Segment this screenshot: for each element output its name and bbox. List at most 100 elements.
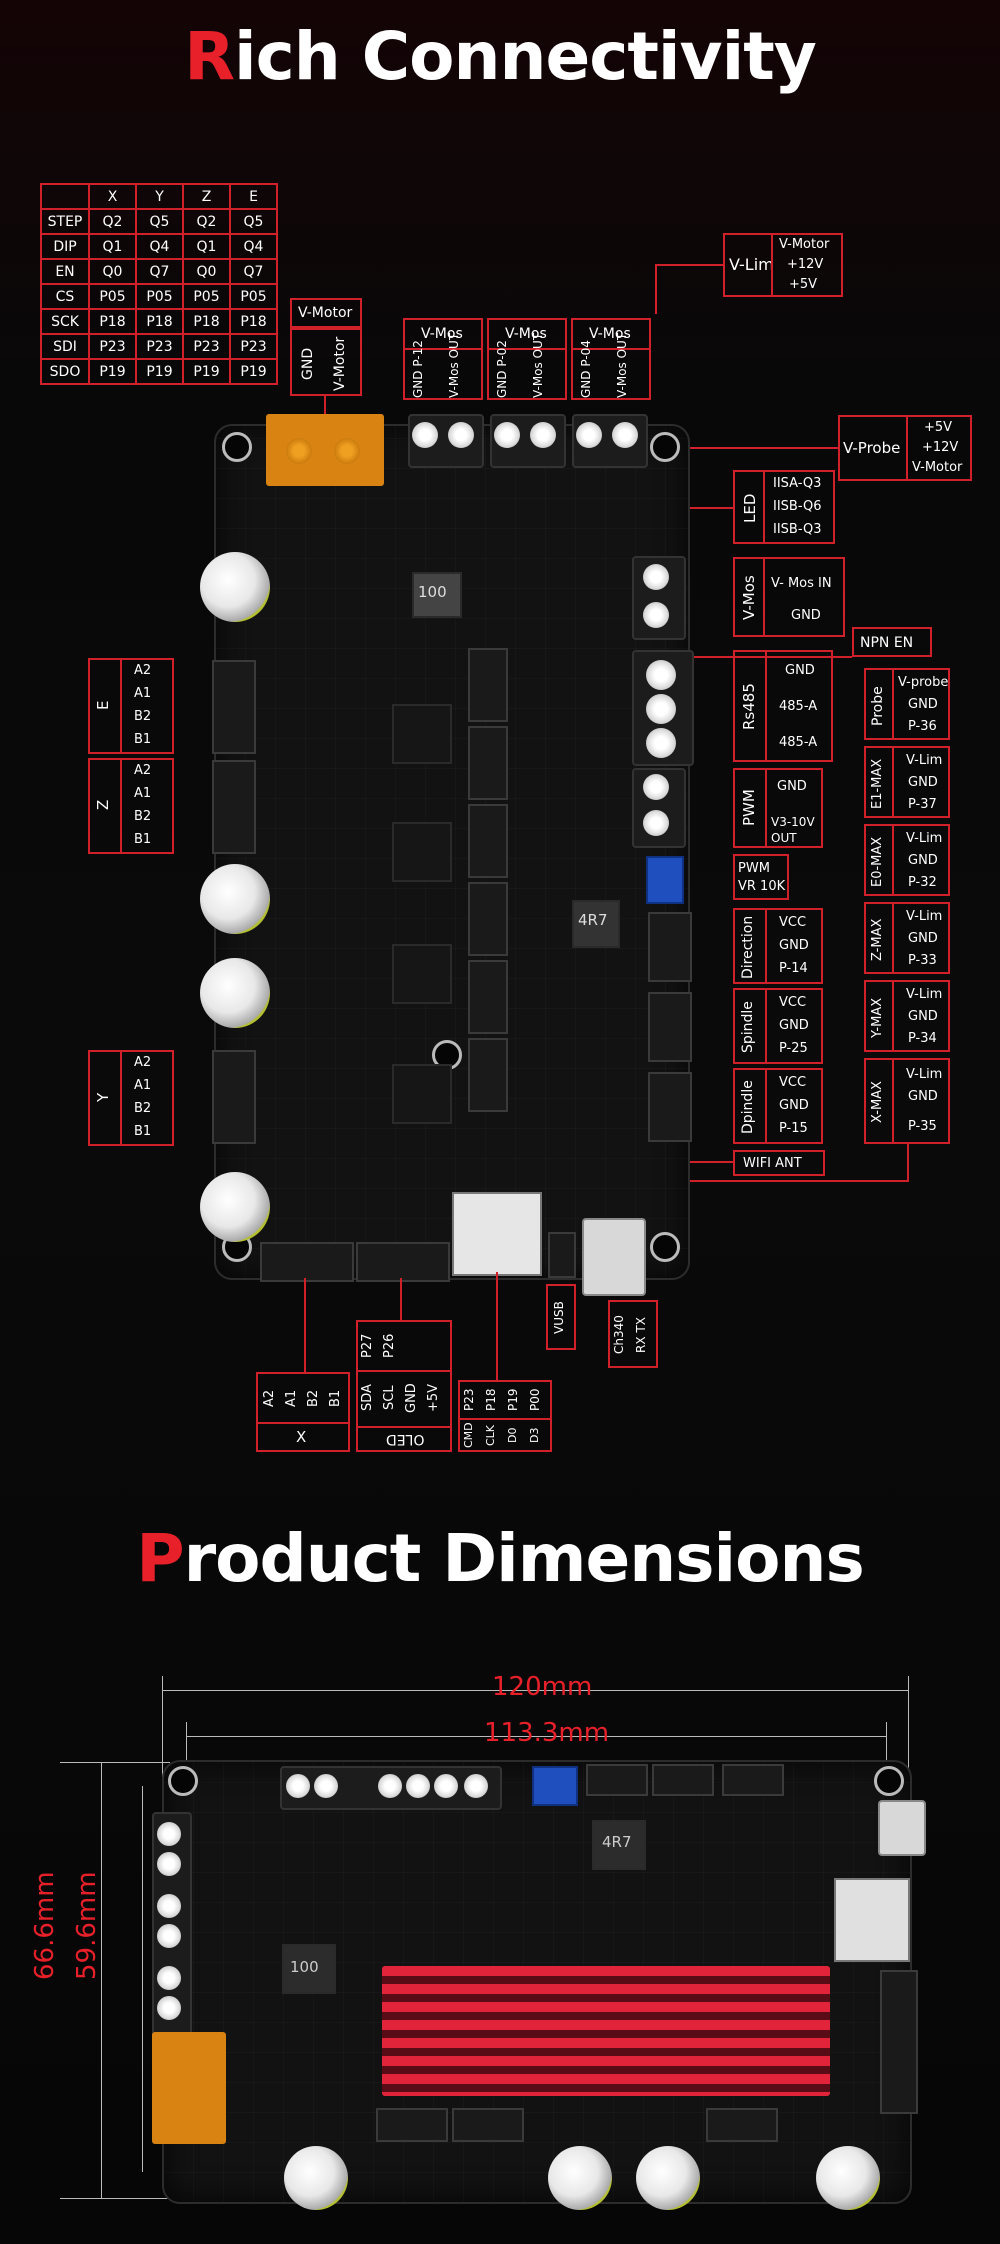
- e0max-item: V-Lim: [906, 831, 943, 846]
- led-box: LED IISA-Q3 IISB-Q6 IISB-Q3: [733, 470, 835, 544]
- oled-pin: +5V: [426, 1383, 441, 1413]
- table-cell: Q7: [135, 258, 184, 285]
- motor-e-label: E: [94, 700, 112, 710]
- motor-pin: B2: [134, 1101, 152, 1116]
- dimension-outer-height: 66.6mm: [30, 1871, 60, 1980]
- stepper-driver-chip: [392, 822, 452, 882]
- terminal-screw: [643, 602, 669, 628]
- motor-pin: B2: [134, 809, 152, 824]
- e1max-box: E1-MAX V-Lim GND P-37: [864, 746, 950, 818]
- vmotor-vertical-label: V-Motor: [332, 336, 348, 392]
- dimension-line: [142, 1786, 143, 2172]
- vmos-box-1: V-Mos GND P-12 V-Mos OUT: [403, 318, 483, 400]
- heatsink: [382, 1966, 830, 2096]
- header: [586, 1764, 648, 1796]
- inductor-marking: 4R7: [602, 1833, 632, 1851]
- terminal-screw: [157, 1852, 181, 1876]
- motor-pin: B1: [134, 1124, 152, 1139]
- table-cell: P19: [135, 358, 184, 385]
- connector-line: [655, 264, 723, 266]
- header: [652, 1764, 714, 1796]
- table-cell: P19: [182, 358, 231, 385]
- vlim-item: V-Motor: [779, 237, 830, 252]
- vlim-item: +5V: [789, 277, 818, 292]
- terminal-screw: [576, 422, 602, 448]
- vmotor-pins-box: GND V-Motor: [290, 328, 362, 396]
- divider: [906, 417, 908, 479]
- oled-label: OLED: [386, 1431, 425, 1447]
- divider: [489, 348, 565, 350]
- motor-pin: B1: [134, 832, 152, 847]
- dimension-tick: [60, 2198, 170, 2199]
- terminal-screw: [643, 774, 669, 800]
- table-cell: P18: [88, 308, 137, 335]
- endstop-header: [468, 648, 508, 722]
- terminal-screw: [646, 660, 676, 690]
- section-title-dimensions: Product Dimensions: [0, 1520, 1000, 1597]
- ch340-label: Ch340: [612, 1315, 626, 1355]
- connector-line: [304, 1278, 306, 1372]
- rs485-item: 485-A: [779, 699, 818, 714]
- connector-line: [496, 1272, 498, 1380]
- divider: [765, 910, 767, 982]
- table-cell: E: [229, 183, 278, 210]
- spindle-header: [648, 992, 692, 1062]
- terminal-screw: [643, 564, 669, 590]
- table-cell: P18: [229, 308, 278, 335]
- sd-pin: P00: [528, 1388, 542, 1412]
- probe-label: Probe: [870, 686, 886, 726]
- wifi-ant-box: WIFI ANT: [733, 1150, 825, 1176]
- motor-e-box: E A2 A1 B2 B1: [88, 658, 174, 754]
- e0max-box: E0-MAX V-Lim GND P-32: [864, 824, 950, 896]
- capacitor: [284, 2146, 348, 2210]
- rs485-label: Rs485: [740, 683, 758, 731]
- zmax-label: Z-MAX: [870, 918, 885, 962]
- motor-e-header: [212, 660, 256, 754]
- oled-pin-top: P26: [382, 1333, 397, 1359]
- table-cell: Q0: [182, 258, 231, 285]
- table-cell: Q4: [135, 233, 184, 260]
- table-cell: CS: [40, 283, 90, 310]
- terminal-screw: [157, 1966, 181, 1990]
- table-cell: X: [88, 183, 137, 210]
- probe-item: P-36: [908, 719, 937, 734]
- zmax-item: V-Lim: [906, 909, 943, 924]
- divider: [892, 748, 894, 816]
- terminal-screw: [412, 422, 438, 448]
- led-item: IISB-Q3: [773, 522, 822, 537]
- gnd-p12-label: GND P-12: [411, 340, 425, 398]
- xmax-item: V-Lim: [906, 1067, 943, 1082]
- motor-z-label: Z: [94, 799, 112, 811]
- direction-item: GND: [779, 938, 809, 953]
- rs485-item: 485-A: [779, 735, 818, 750]
- endstop-header: [468, 960, 508, 1034]
- pcb-board-top-view: [214, 424, 690, 1280]
- dimension-inner-width: 113.3mm: [484, 1718, 610, 1748]
- vmos-side-box: V-Mos V- Mos IN GND: [733, 557, 845, 637]
- header: [706, 2108, 778, 2142]
- divider: [763, 472, 765, 542]
- table-cell: P05: [229, 283, 278, 310]
- rs485-box: Rs485 GND 485-A 485-A: [733, 650, 833, 762]
- divider: [765, 990, 767, 1062]
- dimension-tick: [186, 1722, 187, 1762]
- vprobe-item: +12V: [922, 440, 959, 455]
- ymax-item: GND: [908, 1009, 938, 1024]
- sd-pin: P23: [462, 1388, 476, 1412]
- power-terminal: [266, 414, 384, 486]
- motor-pin: B2: [134, 709, 152, 724]
- dpindle-item: GND: [779, 1098, 809, 1113]
- table-cell: P23: [88, 333, 137, 360]
- mount-hole: [874, 1766, 904, 1796]
- capacitor: [200, 552, 270, 622]
- oled-pin: SCL: [382, 1385, 397, 1411]
- pwm-item: V3-10V OUT: [771, 815, 815, 845]
- ymax-item: P-34: [908, 1031, 937, 1046]
- capacitor: [548, 2146, 612, 2210]
- divider: [765, 1070, 767, 1142]
- capacitor: [200, 864, 270, 934]
- dimension-tick: [886, 1722, 887, 1762]
- spindle-item: VCC: [779, 995, 807, 1010]
- table-cell: Q7: [229, 258, 278, 285]
